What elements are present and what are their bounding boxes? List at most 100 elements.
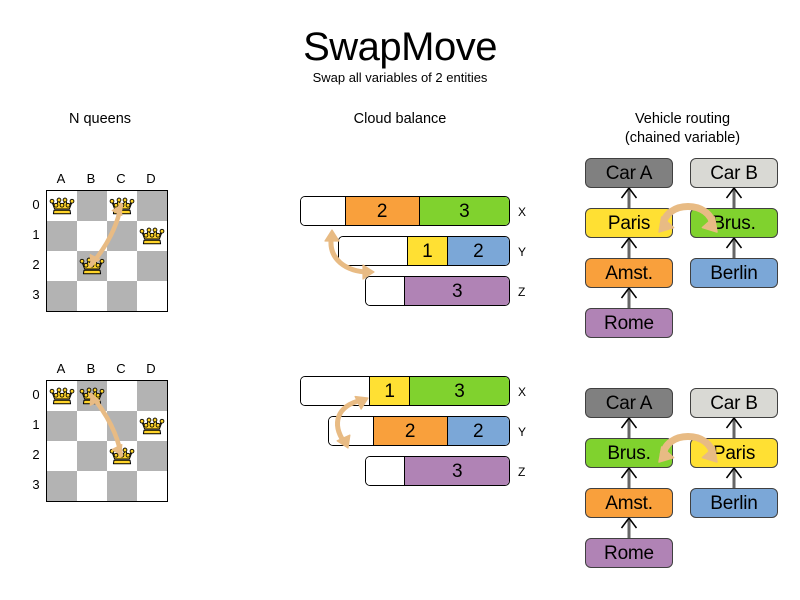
cloud-process-3[interactable]: 3 [405, 277, 509, 305]
section-title-cloud-balance: Cloud balance [353, 111, 447, 127]
board-cell-A3[interactable] [47, 281, 77, 311]
board-cell-D1[interactable] [137, 221, 167, 251]
board-cell-D2[interactable] [137, 441, 167, 471]
routing-link-arrow [725, 417, 743, 438]
section-title-n-queens: N queens [68, 111, 132, 127]
routing-node-amst-left-after[interactable]: Amst. [585, 488, 673, 518]
routing-node-car-a-left-after[interactable]: Car A [585, 388, 673, 418]
queen-b2 [79, 255, 105, 277]
board-cell-B1[interactable] [77, 221, 107, 251]
board-cell-A2[interactable] [47, 441, 77, 471]
routing-link-arrow [620, 417, 638, 438]
board-cell-D3[interactable] [137, 281, 167, 311]
cloud-process-2[interactable]: 2 [447, 417, 509, 445]
routing-link-arrow [725, 187, 743, 208]
queen-d1 [139, 415, 165, 437]
board-cell-B3[interactable] [77, 471, 107, 501]
routing-node-berlin-right-after[interactable]: Berlin [690, 488, 778, 518]
routing-node-car-b-right-before[interactable]: Car B [690, 158, 778, 188]
cloud-computer-bar[interactable]: 3 [365, 276, 510, 306]
swap-arrow-vehicle-routing-before [658, 203, 718, 233]
board-cell-A0[interactable] [47, 381, 77, 411]
routing-link-arrow [725, 237, 743, 258]
board-cell-D2[interactable] [137, 251, 167, 281]
routing-node-amst-left-before[interactable]: Amst. [585, 258, 673, 288]
queen-a0 [49, 195, 75, 217]
board-cell-B2[interactable] [77, 441, 107, 471]
routing-node-car-b-right-after[interactable]: Car B [690, 388, 778, 418]
board-cell-C0[interactable] [107, 381, 137, 411]
cloud-row-z-after[interactable]: 3 [300, 456, 510, 486]
routing-node-rome-left-before[interactable]: Rome [585, 308, 673, 338]
board-row-label-3: 3 [32, 477, 40, 492]
board-cell-D0[interactable] [137, 381, 167, 411]
queen-c2 [109, 445, 135, 467]
board-column-label-D: D [146, 361, 156, 376]
chessboard-grid-before[interactable] [46, 190, 168, 312]
board-cell-C3[interactable] [107, 471, 137, 501]
routing-node-brus-right-before[interactable]: Brus. [690, 208, 778, 238]
swap-arrow-n-queens-before [88, 202, 124, 268]
routing-link-arrow [620, 467, 638, 488]
cloud-computer-label-y: Y [518, 425, 527, 439]
cloud-row-z-before[interactable]: 3 [300, 276, 510, 306]
board-cell-A0[interactable] [47, 191, 77, 221]
swap-arrow-vehicle-routing-after [658, 433, 718, 463]
cloud-process-3[interactable]: 3 [409, 377, 509, 405]
board-cell-A2[interactable] [47, 251, 77, 281]
board-cell-A1[interactable] [47, 221, 77, 251]
cloud-process-1[interactable]: 1 [370, 377, 410, 405]
chessboard-grid-after[interactable] [46, 380, 168, 502]
board-column-label-C: C [116, 361, 126, 376]
routing-node-brus-left-after[interactable]: Brus. [585, 438, 673, 468]
cloud-process-2[interactable]: 2 [447, 237, 509, 265]
board-cell-A1[interactable] [47, 411, 77, 441]
routing-link-arrow [620, 187, 638, 208]
board-cell-D0[interactable] [137, 191, 167, 221]
cloud-process-2[interactable]: 2 [345, 197, 420, 225]
swap-arrow-n-queens-after [88, 392, 124, 458]
routing-link-arrow [725, 467, 743, 488]
board-column-label-A: A [56, 171, 66, 186]
board-cell-C3[interactable] [107, 281, 137, 311]
routing-node-berlin-right-before[interactable]: Berlin [690, 258, 778, 288]
cloud-computer-label-z: Z [518, 285, 526, 299]
board-column-label-B: B [86, 171, 96, 186]
cloud-computer-bar[interactable]: 3 [365, 456, 510, 486]
board-cell-B3[interactable] [77, 281, 107, 311]
board-column-label-B: B [86, 361, 96, 376]
board-cell-D1[interactable] [137, 411, 167, 441]
board-column-label-D: D [146, 171, 156, 186]
board-cell-D3[interactable] [137, 471, 167, 501]
board-cell-B1[interactable] [77, 411, 107, 441]
board-row-label-0: 0 [32, 197, 40, 212]
board-row-label-1: 1 [32, 227, 40, 242]
cloud-process-1[interactable]: 1 [408, 237, 448, 265]
board-cell-C2[interactable] [107, 251, 137, 281]
cloud-process-2[interactable]: 2 [373, 417, 448, 445]
cloud-free-space [366, 277, 406, 305]
section-title-vehicle-routing-line1: Vehicle routing [634, 111, 731, 127]
queen-a0 [49, 385, 75, 407]
cloud-process-3[interactable]: 3 [419, 197, 509, 225]
routing-node-rome-left-after[interactable]: Rome [585, 538, 673, 568]
routing-node-paris-left-before[interactable]: Paris [585, 208, 673, 238]
board-cell-A3[interactable] [47, 471, 77, 501]
routing-node-car-a-left-before[interactable]: Car A [585, 158, 673, 188]
board-cell-B0[interactable] [77, 191, 107, 221]
cloud-computer-label-x: X [518, 205, 527, 219]
cloud-process-3[interactable]: 3 [405, 457, 509, 485]
